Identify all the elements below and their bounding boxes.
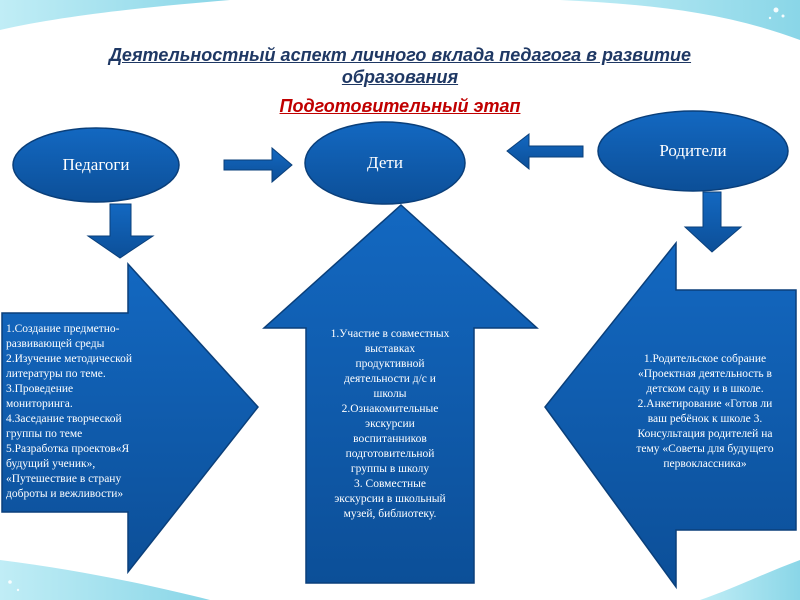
list-item: «Проектная деятельность в <box>638 368 772 380</box>
top-left-wave <box>0 0 230 30</box>
list-item: экскурсии в школьный <box>334 493 446 505</box>
children-block-arrow <box>262 203 539 584</box>
children-node-label: Дети <box>367 153 403 172</box>
list-item: ваш ребёнок к школе 3. <box>647 413 763 425</box>
sparkle-dot <box>16 588 20 592</box>
parents-block-arrow <box>544 240 797 590</box>
list-item: детском саду и в школе. <box>646 383 764 395</box>
list-item: выставках <box>364 343 416 355</box>
list-item: школы <box>373 388 407 400</box>
list-item: 3.Проведение <box>6 383 74 395</box>
list-item: мониторинга. <box>6 398 73 410</box>
list-item: «Путешествие в страну <box>6 473 122 485</box>
teachers-node-shape <box>12 127 180 203</box>
list-item: экскурсии <box>365 418 415 430</box>
parents-box-text: 1.Родительское собрание «Проектная деяте… <box>615 352 795 472</box>
children-box-text: 1.Участие в совместных выставках продукт… <box>306 327 474 522</box>
list-item: группы в школу <box>350 463 430 475</box>
list-item: литературы по теме. <box>6 368 106 380</box>
list-item: деятельности д/с и <box>344 373 436 385</box>
list-item: Консультация родителей на <box>637 428 773 440</box>
sparkle-dot <box>773 7 779 13</box>
left-arrow-parents-to-children <box>506 132 584 171</box>
list-item: 4.Заседание творческой <box>6 413 122 425</box>
list-item: первоклассника» <box>663 458 747 470</box>
sparkle-dot <box>781 14 785 18</box>
list-item: 1.Создание предметно- <box>6 323 120 335</box>
teachers-box-text: 1.Создание предметно- развивающей среды … <box>6 322 176 502</box>
page-title-line-1: Деятельностный аспект личного вклада пед… <box>108 45 692 65</box>
down-arrow-teachers <box>86 203 155 259</box>
children-node-shape <box>304 121 466 205</box>
list-item: продуктивной <box>355 358 425 370</box>
page-subtitle: Подготовительный этап <box>279 96 521 116</box>
sparkle-dot <box>8 580 12 584</box>
list-item: 2.Ознакомительные <box>341 403 439 415</box>
right-arrow-teachers-to-children <box>223 146 293 184</box>
list-item: тему «Советы для будущего <box>636 443 774 455</box>
list-item: 3. Совместные <box>354 478 426 490</box>
list-item: 1.Родительское собрание <box>643 353 767 365</box>
bottom-left-wave <box>0 560 210 600</box>
bottom-right-wave <box>700 560 800 600</box>
list-item: 2.Изучение методической <box>6 353 133 365</box>
teachers-block-arrow <box>1 262 259 575</box>
list-item: музей, библиотеку. <box>343 508 437 520</box>
parents-node-label: Родители <box>659 141 727 160</box>
list-item: будущий ученик», <box>6 458 96 470</box>
list-item: 1.Участие в совместных <box>330 328 450 340</box>
list-item: развивающей среды <box>6 338 105 350</box>
down-arrow-parents <box>683 191 743 253</box>
list-item: 2.Анкетирование «Готов ли <box>637 398 773 410</box>
teachers-node-label: Педагоги <box>62 155 130 174</box>
list-item: группы по теме <box>6 428 83 440</box>
list-item: доброты и вежливости» <box>6 488 124 500</box>
page-title-line-2: образования <box>341 67 459 87</box>
top-right-wave <box>560 0 800 40</box>
list-item: подготовительной <box>345 448 435 460</box>
list-item: 5.Разработка проектов«Я <box>6 443 130 455</box>
sparkle-dot <box>768 16 772 20</box>
parents-node-shape <box>597 110 789 192</box>
list-item: воспитанников <box>353 433 427 445</box>
